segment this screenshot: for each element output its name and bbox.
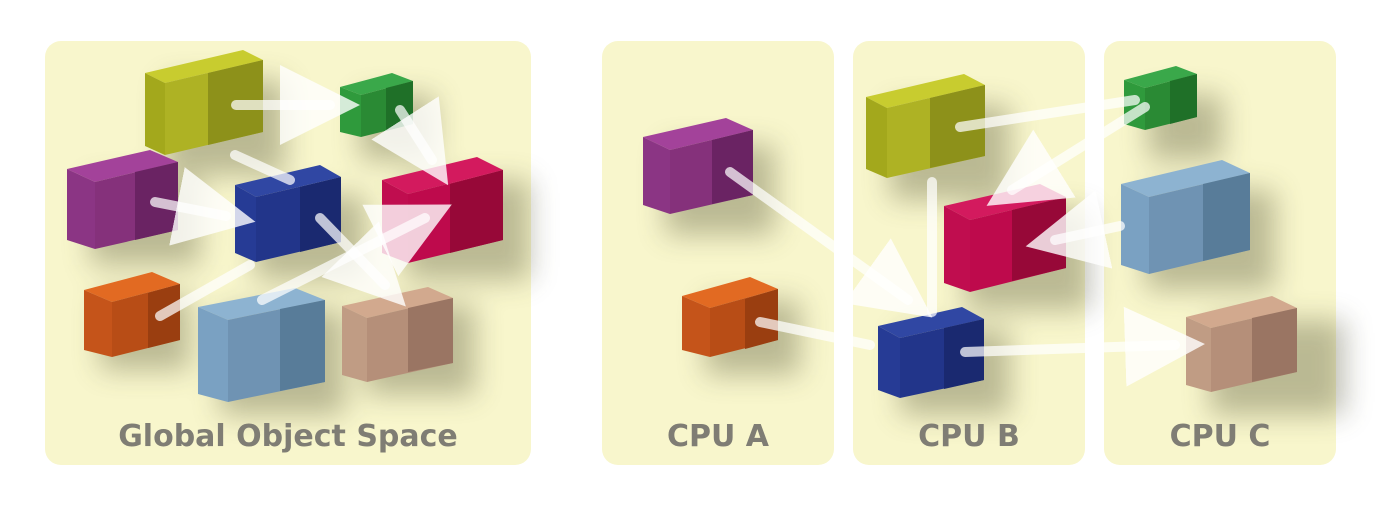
cpu-reference-arrows	[725, 95, 1205, 387]
global-object-space-label: Global Object Space	[118, 419, 458, 454]
global-reference-arrows	[150, 65, 452, 321]
cpu-a-panel	[602, 41, 834, 465]
steel-blue-cube	[198, 288, 325, 402]
purple-cube	[67, 150, 178, 249]
cpu-a-purple-cube	[643, 118, 753, 214]
cpu-a-label: CPU A	[667, 419, 770, 454]
cpu-c-green-cube	[1124, 66, 1197, 130]
cpu-b-navy-cube	[878, 307, 984, 398]
cpu-c-label: CPU C	[1170, 419, 1271, 454]
cpu-c-steel-blue-cube	[1121, 160, 1250, 274]
cpu-b-label: CPU B	[918, 419, 1020, 454]
